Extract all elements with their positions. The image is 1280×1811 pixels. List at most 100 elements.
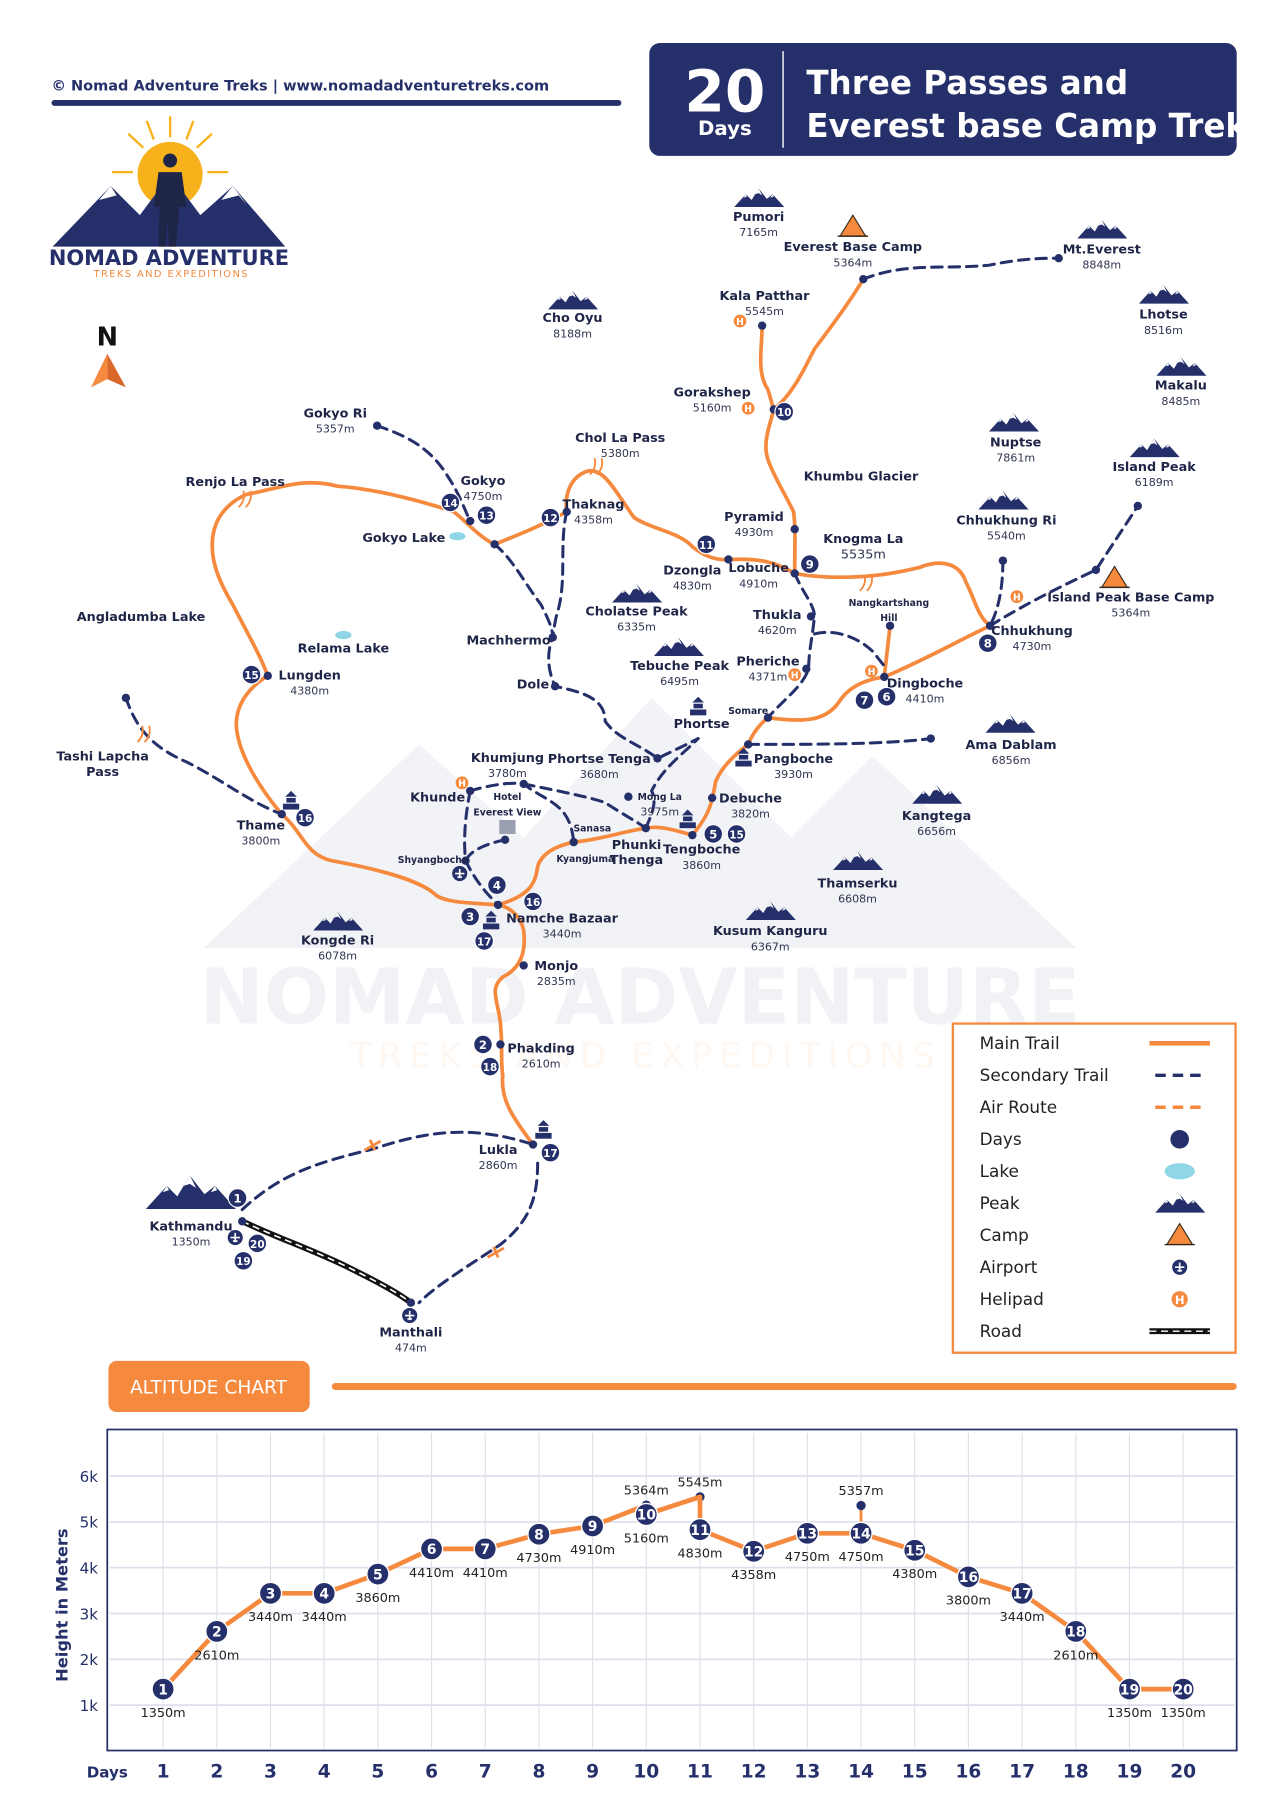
legend-label: Helipad	[980, 1289, 1044, 1309]
altitude-point-day: 10	[637, 1508, 657, 1524]
place-elevation: 5160m	[693, 402, 732, 415]
side-trip-label: 5545m	[678, 1475, 723, 1490]
place-name: Chhukhung	[991, 624, 1073, 639]
place-elevation: 5364m	[1111, 606, 1150, 619]
helipad-glyph: H	[744, 404, 752, 415]
place-elevation: 2860m	[479, 1159, 518, 1172]
x-tick-label: 7	[479, 1761, 492, 1782]
x-tick-label: 8	[532, 1761, 545, 1782]
altitude-value-label: 4830m	[678, 1547, 723, 1562]
main-trail	[758, 323, 776, 412]
location-dot	[653, 754, 662, 763]
x-tick-label: 15	[902, 1761, 928, 1782]
legend-item-peak: Peak	[980, 1193, 1206, 1213]
altitude-point-day: 3	[266, 1587, 276, 1603]
side-trip-label: 5357m	[839, 1484, 884, 1499]
place-elevation: 8188m	[553, 327, 592, 340]
monastery-icon	[535, 1120, 552, 1139]
place-elevation: 6367m	[751, 940, 790, 953]
place-name-line2: Thenga	[610, 853, 663, 868]
place-name: Thukla	[753, 608, 801, 623]
day-number: 17	[543, 1148, 558, 1160]
place-elevation: 7165m	[739, 226, 778, 239]
place-elevation: 2835m	[537, 975, 576, 988]
location-dot	[562, 507, 571, 516]
day-number: 18	[483, 1062, 498, 1074]
place-name: Dingboche	[887, 676, 964, 691]
secondary-trail	[375, 424, 472, 523]
altitude-value-label: 3860m	[355, 1591, 400, 1606]
altitude-point-day: 1	[158, 1682, 168, 1698]
location-dot	[641, 823, 651, 833]
place-elevation: 6189m	[1135, 476, 1174, 489]
place-name: Gokyo Lake	[362, 531, 445, 546]
lake-icon	[449, 532, 466, 541]
y-tick-label: 3k	[80, 1605, 99, 1623]
plane-icon	[363, 1139, 382, 1152]
secondary-trail	[746, 737, 933, 746]
days-number: 20	[684, 58, 765, 126]
place-name: Namche Bazaar	[506, 911, 618, 926]
day-marker: 10	[774, 401, 795, 422]
place-name: Nuptse	[990, 436, 1042, 451]
location-dot	[496, 1040, 505, 1049]
peak-icon	[1138, 284, 1189, 304]
place-elevation: 3820m	[731, 808, 770, 821]
place-name: Tashi Lapcha	[56, 750, 148, 765]
hotel-icon	[499, 820, 516, 834]
altitude-value-label: 2610m	[194, 1648, 239, 1663]
day-number: 20	[250, 1239, 265, 1251]
legend-item-airport: Airport	[980, 1257, 1188, 1277]
helipad-icon: H	[865, 664, 878, 678]
place-name: Pheriche	[736, 654, 799, 669]
place-name: Machhermo	[466, 633, 550, 648]
x-tick-label: 10	[633, 1761, 659, 1782]
day-marker: 7	[854, 690, 875, 711]
day-number: 14	[443, 498, 458, 510]
day-number: 9	[806, 558, 814, 572]
place-name: Angladumba Lake	[77, 610, 206, 625]
x-tick-label: 16	[955, 1761, 981, 1782]
place-name: Dole	[517, 678, 550, 693]
place-khunde: Khunde	[410, 790, 465, 805]
y-axis-label: Height in Meters	[53, 1528, 72, 1681]
watermark-tagline: TREKS AND EXPEDITIONS	[349, 1037, 942, 1077]
location-dot	[372, 421, 382, 430]
legend-label: Days	[980, 1129, 1022, 1149]
location-dot	[743, 740, 753, 749]
place-elevation: 6856m	[992, 754, 1031, 767]
place-name-line2: Hill	[880, 613, 897, 624]
place-elevation: 3860m	[682, 859, 721, 872]
place-name: Shyangboche	[398, 855, 468, 866]
place-elevation: 6335m	[617, 620, 656, 633]
place-name: Somare	[728, 706, 768, 717]
place-elevation: 4380m	[290, 684, 329, 697]
monastery-icon	[282, 790, 300, 810]
altitude-value-label: 2610m	[1053, 1648, 1098, 1663]
legend-item-main-trail: Main Trail	[980, 1033, 1210, 1053]
day-marker: 1	[227, 1188, 248, 1208]
monastery-icon	[735, 747, 752, 767]
legend-item-day-dot: Days	[980, 1129, 1189, 1149]
main-trail	[792, 561, 992, 628]
place-name: Cho Oyu	[543, 311, 603, 326]
altitude-chart-header: ALTITUDE CHART	[108, 1360, 1237, 1413]
place-name: Debuche	[719, 792, 782, 807]
place-name: Phortse	[674, 717, 730, 732]
place-name-line2: Everest View	[473, 807, 541, 818]
